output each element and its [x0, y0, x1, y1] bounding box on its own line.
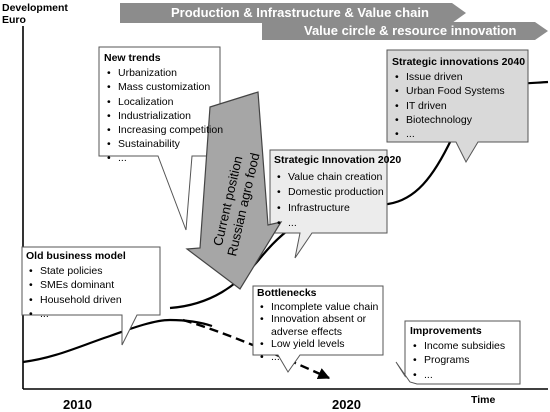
- list-item: Infrastructure: [274, 201, 401, 217]
- list-item: Incomplete value chain: [257, 301, 378, 314]
- tick-2020: 2020: [332, 397, 361, 412]
- list-item: ...: [274, 216, 401, 232]
- list-item: Domestic production: [274, 185, 401, 201]
- y-axis-label-line1: Development: [2, 2, 68, 14]
- strategic-2040-list: Issue driven Urban Food Systems IT drive…: [392, 70, 525, 141]
- list-item: Innovation absent or: [257, 313, 378, 326]
- strategic-2020-list: Value chain creation Domestic production…: [274, 170, 401, 232]
- improvements-list: Income subsidies Programs ...: [410, 339, 505, 382]
- list-item: Urbanization: [104, 66, 223, 80]
- list-item: ...: [104, 151, 223, 165]
- old-development-curve: [22, 318, 213, 364]
- list-item: SMEs dominant: [26, 278, 126, 292]
- strategic-2040-title: Strategic innovations 2040: [392, 56, 526, 68]
- list-item: ...: [257, 351, 378, 364]
- strategic-2040-box: Strategic innovations 2040 Issue driven …: [392, 55, 525, 141]
- list-item: Urban Food Systems: [392, 84, 525, 98]
- list-item: Biotechnology: [392, 113, 525, 127]
- old-model-box: Old business model State policies SMEs d…: [26, 249, 126, 321]
- list-item: Industrialization: [104, 109, 223, 123]
- list-item: Sustainability: [104, 137, 223, 151]
- bottlenecks-list: Incomplete value chain Innovation absent…: [257, 301, 378, 364]
- old-model-list: State policies SMEs dominant Household d…: [26, 264, 126, 321]
- banner-production-label: Production & Infrastructure & Value chai…: [171, 5, 429, 20]
- list-item-continuation: adverse effects: [271, 325, 343, 338]
- x-axis-label: Time: [471, 394, 496, 406]
- list-item: State policies: [26, 264, 126, 278]
- banner-production-value-chain: [120, 3, 466, 23]
- tick-2010: 2010: [63, 397, 92, 412]
- list-item: Income subsidies: [410, 339, 505, 353]
- strategic-2020-title: Strategic Innovation 2020: [274, 154, 402, 166]
- list-item: IT driven: [392, 99, 525, 113]
- bottlenecks-title: Bottlenecks: [257, 287, 317, 299]
- improvements-title: Improvements: [410, 325, 482, 337]
- new-trends-list: Urbanization Mass customization Localiza…: [104, 66, 223, 166]
- list-item: Value chain creation: [274, 170, 401, 186]
- list-item: Programs: [410, 353, 505, 367]
- list-item: Issue driven: [392, 70, 525, 84]
- list-item: Low yield levels: [257, 338, 378, 351]
- y-axis-label-line2: Euro: [2, 14, 26, 26]
- banner-value-circle: [262, 22, 548, 40]
- list-item: Mass customization: [104, 80, 223, 94]
- improvements-box: Improvements Income subsidies Programs .…: [410, 324, 505, 382]
- list-item: ...: [410, 368, 505, 382]
- y-axis-label: Development Euro: [2, 2, 68, 26]
- list-item: Household driven: [26, 293, 126, 307]
- old-model-title: Old business model: [26, 250, 126, 262]
- list-item: Localization: [104, 95, 223, 109]
- list-item: Increasing competition: [104, 123, 223, 137]
- bottlenecks-box: Bottlenecks Incomplete value chain Innov…: [257, 287, 378, 364]
- banner-value-circle-label: Value circle & resource innovation: [304, 23, 517, 38]
- list-item: ...: [26, 307, 126, 321]
- new-trends-title: New trends: [104, 52, 161, 64]
- strategic-2020-box: Strategic Innovation 2020 Value chain cr…: [274, 153, 401, 232]
- new-trends-box: New trends Urbanization Mass customizati…: [104, 51, 223, 166]
- list-item: ...: [392, 127, 525, 141]
